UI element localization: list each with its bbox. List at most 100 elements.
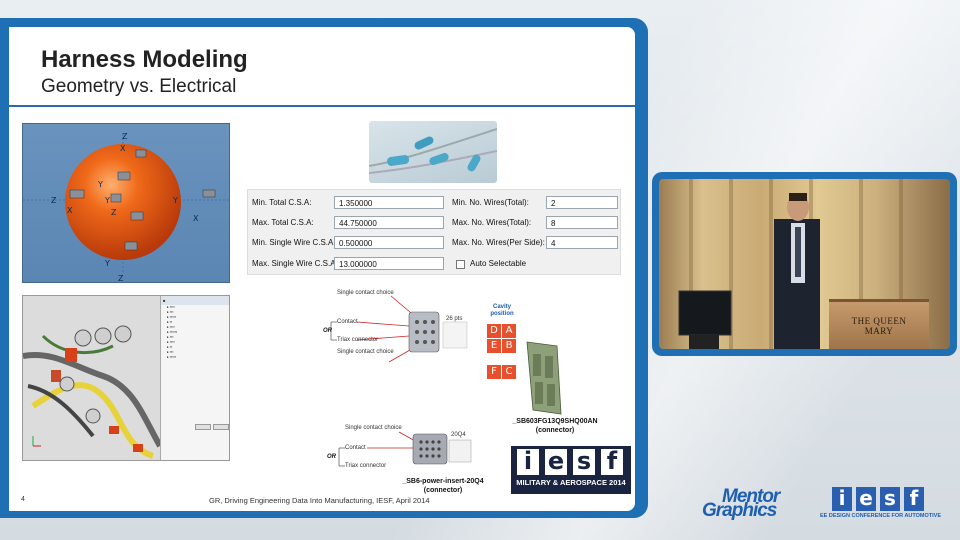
sphere-body (65, 144, 181, 260)
contact-label: Contact (337, 319, 358, 325)
min-wires-total-field[interactable]: 2 (546, 196, 618, 209)
tree-item[interactable]: ▸ ▪▪ (167, 345, 173, 349)
speaker-video: THE QUEEN MARY (659, 179, 950, 349)
cavity-letter: F (487, 365, 501, 379)
single-contact-choice-label: Single contact choice (337, 349, 394, 355)
page-number: 4 (21, 496, 25, 503)
tree-button[interactable] (195, 424, 211, 430)
slide-subtitle: Geometry vs. Electrical (41, 76, 237, 97)
speaker-figure (678, 193, 820, 349)
slide-title: Harness Modeling (41, 46, 248, 73)
wire-splice-graphic (368, 128, 498, 174)
slide-footer: 4 GR, Driving Engineering Data Into Manu… (9, 496, 635, 511)
iesf-logo: i e s f EE DESIGN CONFERENCE FOR AUTOMOT… (820, 487, 942, 521)
pin-count-label: 26 pts (446, 316, 463, 322)
contact-label: Contact (345, 445, 366, 451)
iesf-logo-letter: s (880, 487, 900, 511)
sphere-graphic (23, 134, 231, 274)
cavity-letter: E (487, 339, 501, 353)
connector-2-name: _SB6-power-insert-20Q4 (connector) (402, 478, 484, 494)
iesf-logo-tagline: EE DESIGN CONFERENCE FOR AUTOMOTIVE (820, 513, 942, 519)
footer-text: GR, Driving Engineering Data Into Manufa… (209, 496, 430, 505)
max-wires-total-field[interactable]: 8 (546, 216, 618, 229)
tree-button[interactable] (213, 424, 229, 430)
connector-diagram: Single contact choice Contact OR Triax c… (309, 282, 609, 470)
tree-item[interactable]: ▸ ▪▪▪▪▪ (167, 315, 176, 319)
slide-header: Harness Modeling Geometry vs. Electrical (9, 27, 635, 107)
slide: Harness Modeling Geometry vs. Electrical (9, 27, 635, 511)
tree-item[interactable]: ▸ ▪▪▪ (167, 335, 174, 339)
min-single-csa-field[interactable]: 0.500000 (334, 236, 444, 249)
harness-graphic (23, 296, 163, 460)
cavity-letter: B (502, 339, 516, 353)
min-total-csa-field[interactable]: 1.350000 (334, 196, 444, 209)
mentor-logo-line2: Graphics (702, 500, 777, 521)
tree-pane-title: ■ (161, 296, 229, 305)
single-contact-choice-label: Single contact choice (345, 425, 402, 431)
axis-y-label: Y (173, 196, 178, 205)
splice-properties-form: Min. Total C.S.A: 1.350000 Max. Total C.… (247, 189, 621, 275)
tree-item[interactable]: ▸ ▪▪▪▪ (167, 340, 175, 344)
podium: THE QUEEN MARY (829, 299, 929, 349)
connector-diagram-lines (330, 295, 562, 467)
iesf-badge-tagline: MILITARY & AEROSPACE 2014 (516, 478, 626, 487)
max-single-csa-field[interactable]: 13.000000 (334, 257, 444, 270)
axis-z-label: Z (118, 274, 124, 283)
or-label: OR (323, 328, 332, 334)
max-total-csa-label: Max. Total C.S.A: (252, 218, 314, 227)
axis-z-label: Z (122, 132, 128, 141)
pin-count-label: 20Q4 (451, 432, 466, 438)
triax-connector-label: Triax connector (337, 337, 379, 343)
axis-z-label: Z (51, 196, 57, 205)
iesf-letter: i (517, 449, 539, 475)
max-single-csa-label: Max. Single Wire C.S.A: (252, 259, 338, 268)
axis-y-label: Y (105, 196, 110, 205)
iesf-letter: e (545, 449, 567, 475)
connector-1-name: _SB603FG13Q9SHQ00AN (connector) (512, 418, 598, 434)
cavity-letter: C (502, 365, 516, 379)
iesf-badge-letters: i e s f (517, 449, 625, 475)
axis-x-label: X (67, 206, 73, 215)
axis-y-label: Y (98, 180, 103, 189)
sphere-geometry-view: Z X Z X Y Y Z Y X Z Y (22, 123, 231, 283)
iesf-logo-letter: e (856, 487, 876, 511)
axis-x-label: X (193, 214, 199, 223)
wire-splice-photo (368, 121, 498, 183)
min-wires-total-label: Min. No. Wires(Total): (452, 198, 529, 207)
tree-item[interactable]: ▸ ▪▪▪▪ (167, 325, 175, 329)
mentor-logo-line1: Mentor (722, 486, 780, 507)
max-total-csa-field[interactable]: 44.750000 (334, 216, 444, 229)
triax-connector-label: Triax connector (345, 463, 387, 469)
tree-item[interactable]: ▸ ▪▪▪▪ (167, 305, 175, 309)
max-wires-side-field[interactable]: 4 (546, 236, 618, 249)
header-divider (9, 105, 635, 107)
cavity-position-label: Cavity position (490, 304, 514, 317)
iesf-letter: f (601, 449, 623, 475)
auto-selectable-label: Auto Selectable (470, 259, 527, 268)
axis-y-label: Y (105, 259, 110, 268)
min-single-csa-label: Min. Single Wire C.S.A: (252, 238, 336, 247)
iesf-logo-letter: f (904, 487, 924, 511)
cavity-letter: A (502, 324, 516, 338)
tree-item[interactable]: ▸ ▪▪▪ (167, 310, 174, 314)
cavity-letter: D (487, 324, 501, 338)
tree-item[interactable]: ▸ ▪▪▪ (167, 350, 174, 354)
auto-selectable-checkbox[interactable] (456, 260, 465, 269)
podium-sign: THE QUEEN MARY (851, 316, 907, 336)
harness-tree-pane: ■ ▸ ▪▪▪▪ ▸ ▪▪▪ ▸ ▪▪▪▪▪ ▸ ▪▪ ▸ ▪▪▪▪ ▸ ▪▪▪… (160, 296, 229, 460)
iesf-military-badge: i e s f MILITARY & AEROSPACE 2014 (511, 446, 631, 494)
axis-z-label: Z (111, 208, 117, 217)
iesf-logo-letter: i (832, 487, 852, 511)
max-wires-total-label: Max. No. Wires(Total): (452, 218, 532, 227)
speaker-video-frame: THE QUEEN MARY (652, 172, 957, 356)
iesf-letter: s (573, 449, 595, 475)
tree-item[interactable]: ▸ ▪▪▪▪▪▪ (167, 330, 178, 334)
harness-3d-view: ■ ▸ ▪▪▪▪ ▸ ▪▪▪ ▸ ▪▪▪▪▪ ▸ ▪▪ ▸ ▪▪▪▪ ▸ ▪▪▪… (22, 295, 230, 461)
axis-x-label: X (120, 144, 126, 153)
tree-item[interactable]: ▸ ▪▪ (167, 320, 173, 324)
max-wires-side-label: Max. No. Wires(Per Side): (452, 238, 545, 247)
or-label: OR (327, 454, 336, 460)
mentor-graphics-logo: Mentor Graphics (700, 486, 804, 521)
single-contact-choice-label: Single contact choice (337, 290, 394, 296)
tree-item[interactable]: ▸ ▪▪▪▪▪ (167, 355, 176, 359)
